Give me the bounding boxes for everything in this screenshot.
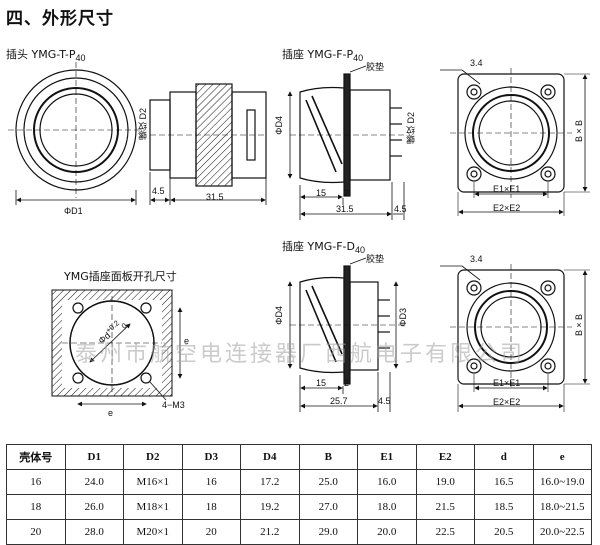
flange-top-e2-label: E2×E2 bbox=[493, 203, 521, 213]
plug-dim-31-5: 31.5 bbox=[206, 192, 224, 202]
socket-d-title: 插座 YMG-F-D40 bbox=[282, 240, 365, 256]
panel-cutout-holes: 4−M3 bbox=[162, 400, 185, 410]
flange-top-hole-label: 3.4 bbox=[470, 58, 483, 68]
table-cell: 18 bbox=[181, 494, 241, 520]
table-cell: 20 bbox=[6, 519, 66, 545]
table-cell: 18.5 bbox=[474, 494, 534, 520]
table-cell: 20.0 bbox=[357, 519, 417, 545]
technical-drawing bbox=[8, 62, 590, 412]
socket-d-d4-label: ΦD4 bbox=[274, 306, 284, 325]
watermark: 泰州市航空电连接器厂西航电子有限公司 bbox=[74, 342, 525, 367]
socket-p-dim-2: 2 bbox=[344, 188, 350, 198]
socket-p-gasket-label: 胶垫 bbox=[366, 62, 385, 72]
header-e2: E2 bbox=[415, 444, 475, 470]
panel-cutout-title: YMG插座面板开孔尺寸 bbox=[64, 270, 177, 283]
spec-table-header-row: 壳体号 D1 D2 D3 D4 B E1 E2 d e bbox=[6, 444, 592, 470]
table-cell: 16 bbox=[6, 469, 66, 495]
table-cell: 19.0 bbox=[415, 469, 475, 495]
table-cell: 18.0~21.5 bbox=[532, 494, 592, 520]
table-cell: 24.0 bbox=[64, 469, 124, 495]
table-cell: 16 bbox=[181, 469, 241, 495]
header-d1: D1 bbox=[64, 444, 124, 470]
plug-dim-4-5: 4.5 bbox=[152, 186, 165, 196]
socket-d-gasket-label: 胶垫 bbox=[366, 254, 385, 264]
socket-p-thread-label: 螺纹 D2 bbox=[406, 112, 416, 145]
header-shell-size: 壳体号 bbox=[6, 444, 66, 470]
socket-p-dim-31-5: 31.5 bbox=[336, 204, 354, 214]
table-cell: 28.0 bbox=[64, 519, 124, 545]
table-cell: 20.5 bbox=[474, 519, 534, 545]
header-b: B bbox=[298, 444, 358, 470]
table-cell: 17.2 bbox=[240, 469, 300, 495]
table-row: 20 28.0 M20×1 20 21.2 29.0 20.0 22.5 20.… bbox=[6, 519, 592, 545]
table-row: 18 26.0 M18×1 18 19.2 27.0 18.0 21.5 18.… bbox=[6, 494, 592, 520]
plug-side-view bbox=[149, 83, 267, 205]
header-e1: E1 bbox=[357, 444, 417, 470]
table-row: 16 24.0 M16×1 16 17.2 25.0 16.0 19.0 16.… bbox=[6, 469, 592, 495]
flange-bottom-e1-label: E1×E1 bbox=[493, 378, 521, 388]
socket-d-side-view bbox=[287, 257, 404, 412]
table-cell: 16.0 bbox=[357, 469, 417, 495]
spec-table: 壳体号 D1 D2 D3 D4 B E1 E2 d e 16 24.0 M16×… bbox=[6, 444, 592, 545]
plug-d1-label: ΦD1 bbox=[64, 206, 83, 216]
table-cell: 20.0~22.5 bbox=[532, 519, 592, 545]
header-d2: D2 bbox=[123, 444, 183, 470]
flange-top-bxb-label: B×B bbox=[574, 120, 584, 143]
panel-cutout-drawing bbox=[51, 289, 183, 407]
table-cell: 29.0 bbox=[298, 519, 358, 545]
panel-cutout-e-bottom: e bbox=[108, 408, 114, 418]
socket-p-side-view bbox=[287, 65, 405, 220]
table-cell: M18×1 bbox=[123, 494, 183, 520]
socket-p-title: 插座 YMG-F-P40 bbox=[282, 48, 364, 64]
header-e: e bbox=[532, 444, 592, 470]
table-cell: 18.0 bbox=[357, 494, 417, 520]
flange-front-view-top bbox=[440, 68, 590, 216]
table-cell: 26.0 bbox=[64, 494, 124, 520]
section-title: 四、外形尺寸 bbox=[6, 9, 114, 29]
table-cell: M16×1 bbox=[123, 469, 183, 495]
table-cell: 16.0~19.0 bbox=[532, 469, 592, 495]
socket-p-dim-15: 15 bbox=[316, 188, 327, 198]
socket-d-dim-25-7: 25.7 bbox=[330, 396, 348, 406]
table-cell: 18 bbox=[6, 494, 66, 520]
table-cell: 20 bbox=[181, 519, 241, 545]
plug-thread-label: 螺纹 D2 bbox=[138, 108, 148, 141]
socket-d-dim-2: 2 bbox=[344, 378, 350, 388]
table-cell: 21.5 bbox=[415, 494, 475, 520]
flange-top-e1-label: E1×E1 bbox=[493, 184, 521, 194]
flange-bottom-e2-label: E2×E2 bbox=[493, 397, 521, 407]
plug-front-view bbox=[8, 62, 144, 205]
flange-bottom-bxb-label: B×B bbox=[574, 314, 584, 337]
plug-title: 插头 YMG-T-P40 bbox=[6, 48, 86, 64]
table-cell: 22.5 bbox=[415, 519, 475, 545]
socket-d-dim-4-5: 4.5 bbox=[378, 396, 391, 406]
table-cell: 25.0 bbox=[298, 469, 358, 495]
socket-d-d3-label: ΦD3 bbox=[398, 308, 408, 327]
header-d4: D4 bbox=[240, 444, 300, 470]
table-cell: 16.5 bbox=[474, 469, 534, 495]
socket-p-dim-4-5: 4.5 bbox=[394, 204, 407, 214]
panel-cutout-e-side: e bbox=[184, 336, 190, 346]
table-cell: 21.2 bbox=[240, 519, 300, 545]
flange-bottom-hole-label: 3.4 bbox=[470, 254, 483, 264]
socket-d-dim-15: 15 bbox=[316, 378, 327, 388]
header-d: d bbox=[474, 444, 534, 470]
table-cell: 27.0 bbox=[298, 494, 358, 520]
socket-p-d4-label: ΦD4 bbox=[274, 116, 284, 135]
table-cell: M20×1 bbox=[123, 519, 183, 545]
table-cell: 19.2 bbox=[240, 494, 300, 520]
header-d3: D3 bbox=[181, 444, 241, 470]
flange-front-view-bottom bbox=[440, 264, 590, 412]
